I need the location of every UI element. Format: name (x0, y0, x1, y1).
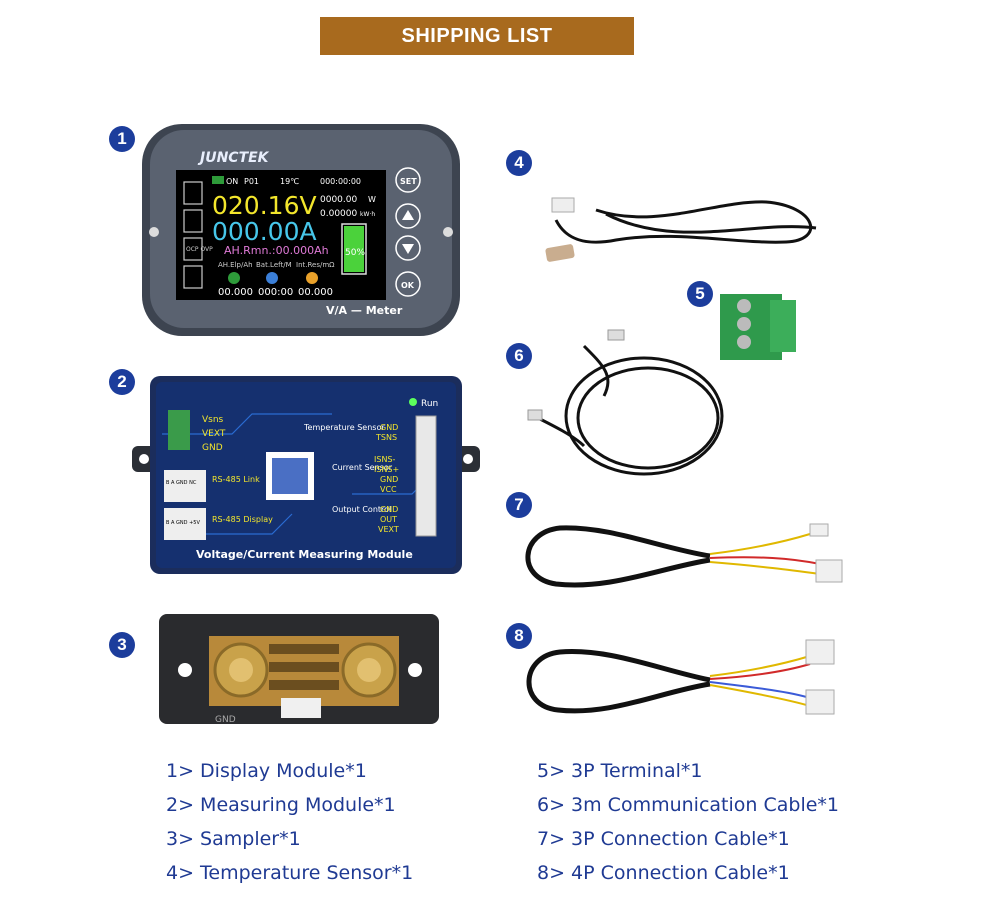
col-value-2: 000:00 (258, 287, 293, 298)
rs485-display-pins: B A GND +5V (166, 520, 200, 526)
profile-label: P01 (244, 177, 259, 186)
vext-label: VEXT (202, 429, 226, 439)
current-pin-gnd: GND (380, 475, 398, 484)
col-label-1: AH.Elp/Ah (218, 261, 253, 269)
direction-icon (183, 265, 203, 289)
rs485-display-label: RS-485 Display (212, 515, 273, 524)
sampler-gnd-label: GND (215, 715, 236, 725)
current-reading: 000.00A (212, 217, 317, 246)
current-sensor-label: Current Sensor (332, 463, 393, 472)
item-list-right: 5> 3P Terminal*1 6> 3m Communication Cab… (537, 754, 839, 890)
set-button-icon (395, 167, 421, 193)
measuring-module-title: Voltage/Current Measuring Module (196, 548, 413, 561)
energy-reading: 0.00000 (320, 209, 357, 219)
list-item: 5> 3P Terminal*1 (537, 760, 703, 782)
list-item: 8> 4P Connection Cable*1 (537, 862, 790, 884)
gnd-label: GND (202, 443, 223, 453)
set-button-label: SET (400, 177, 417, 186)
status-on: ON (226, 177, 238, 186)
badge-5: 5 (687, 281, 713, 307)
list-item: 4> Temperature Sensor*1 (166, 862, 414, 884)
phone-icon (183, 209, 203, 233)
current-pin-vcc: VCC (380, 485, 397, 494)
run-label: Run (421, 399, 438, 409)
banner-title: SHIPPING LIST (401, 24, 553, 47)
rs485-link-pins: B A GND NC (166, 480, 197, 486)
cable-4p-image (526, 639, 835, 715)
meter-footer: V/A — Meter (326, 304, 403, 317)
list-item: 3> Sampler*1 (166, 828, 301, 850)
list-item: 1> Display Module*1 (166, 760, 367, 782)
temp-pin-tsns: TSNS (375, 433, 397, 442)
badge-3: 3 (109, 632, 135, 658)
badge-4: 4 (506, 150, 532, 176)
item-list-left: 1> Display Module*1 2> Measuring Module*… (166, 754, 413, 890)
remaining-reading: AH.Rmn.:00.000Ah (224, 244, 329, 257)
energy-unit: kW·h (360, 211, 375, 218)
output-control-label: Output Control (332, 505, 391, 514)
sampler-image: GND (159, 614, 439, 725)
communication-cable-image (527, 329, 724, 476)
badge-6: 6 (506, 343, 532, 369)
output-pin-vext: VEXT (378, 525, 399, 534)
protection-icon (183, 237, 203, 261)
current-pin-isns-minus: ISNS- (374, 455, 396, 464)
badge-1: 1 (109, 126, 135, 152)
rs485-link-label: RS-485 Link (212, 475, 260, 484)
voltage-reading: 020.16V (212, 191, 317, 220)
col-value-1: 00.000 (218, 287, 253, 298)
vsns-label: Vsns (202, 415, 224, 425)
badge-8: 8 (506, 623, 532, 649)
ok-button-label: OK (401, 281, 415, 290)
output-pin-out: OUT (380, 515, 397, 524)
power-reading: 0000.00 (320, 195, 357, 205)
cable-3p-image (525, 523, 843, 588)
down-arrow-icon (395, 235, 421, 261)
up-arrow-icon (395, 203, 421, 229)
power-unit: W (368, 195, 376, 204)
temperature-label: 19℃ (280, 177, 299, 186)
battery-percent: 50% (345, 248, 365, 258)
list-item: 2> Measuring Module*1 (166, 794, 396, 816)
shipping-list-banner: SHIPPING LIST (320, 17, 634, 55)
terminal-3p-image (720, 294, 796, 360)
time-label: 000:00:00 (320, 177, 361, 186)
battery-icon (183, 181, 203, 205)
badge-7: 7 (506, 492, 532, 518)
current-pin-isns-plus: ISNS+ (374, 465, 399, 474)
temperature-sensor-image (545, 197, 817, 262)
brand-label: JUNCTEK (197, 150, 270, 166)
ocp-ovp-label: OCP OVP (186, 246, 213, 253)
ok-button-icon (395, 271, 421, 297)
output-pin-gnd: GND (380, 505, 398, 514)
list-item: 6> 3m Communication Cable*1 (537, 794, 840, 816)
list-item: 7> 3P Connection Cable*1 (537, 828, 790, 850)
temp-sensor-label: Temperature Sensor (303, 423, 385, 432)
col-label-3: Int.Res/mΩ (296, 261, 335, 269)
badge-2: 2 (109, 369, 135, 395)
col-label-2: Bat.Left/M (256, 261, 292, 269)
col-value-3: 00.000 (298, 287, 333, 298)
temp-pin-gnd: GND (380, 423, 398, 432)
measuring-module-image: Run Vsns VEXT GND B A GND NC RS-485 Link… (132, 376, 480, 574)
display-module-image: JUNCTEK OCP OVP ON P01 19℃ 000:00:00 020… (142, 124, 460, 336)
